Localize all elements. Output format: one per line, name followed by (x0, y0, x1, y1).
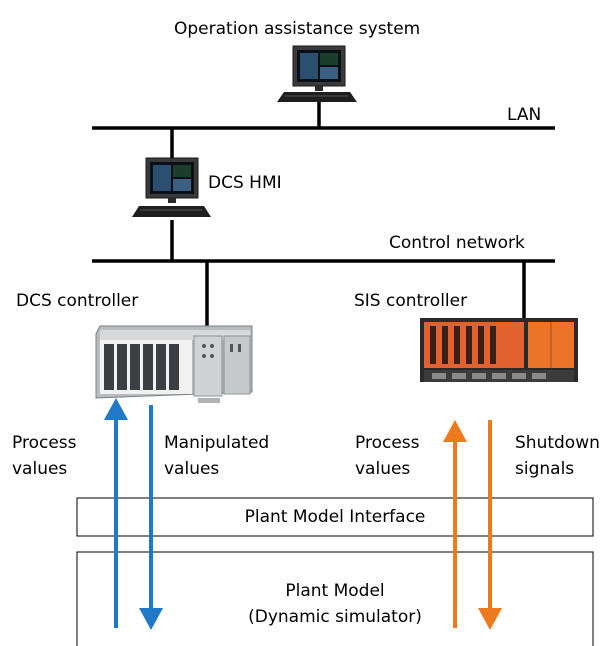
sis-controller-image (420, 318, 578, 382)
dcs-hmi-computer-icon (132, 157, 211, 217)
dcs-controller-label: DCS controller (16, 291, 139, 311)
manipulated-values-label-line1: Manipulated (164, 433, 270, 453)
shutdown-signals-arrow-sis (478, 420, 502, 630)
lan-label: LAN (507, 105, 542, 125)
manipulated-values-arrow-dcs (139, 405, 163, 630)
dcs-hmi-label: DCS HMI (208, 173, 282, 193)
plant-model-box (76, 551, 594, 646)
plant-model-label-line1: Plant Model (285, 581, 385, 601)
operation-assistance-system-label: Operation assistance system (174, 19, 421, 39)
control-network-label: Control network (389, 233, 525, 253)
process-values-sis-label-line1: Process (355, 433, 420, 453)
operation-assistance-computer-icon (277, 45, 357, 102)
sis-controller-label: SIS controller (354, 291, 468, 311)
process-values-arrow-sis (443, 420, 467, 628)
process-values-dcs-label-line2: values (12, 459, 68, 479)
network-lines (92, 98, 555, 326)
manipulated-values-label-line2: values (164, 459, 220, 479)
plant-model-interface-label: Plant Model Interface (244, 507, 426, 527)
shutdown-signals-label-line2: signals (515, 459, 575, 479)
plant-model-label-line2: (Dynamic simulator) (248, 607, 422, 627)
plant-model-interface-box (76, 497, 594, 537)
dcs-controller-image (95, 325, 253, 403)
process-values-arrow-dcs (104, 398, 128, 628)
process-values-dcs-label-line1: Process (12, 433, 77, 453)
process-values-sis-label-line2: values (355, 459, 411, 479)
shutdown-signals-label-line1: Shutdown (515, 433, 600, 453)
